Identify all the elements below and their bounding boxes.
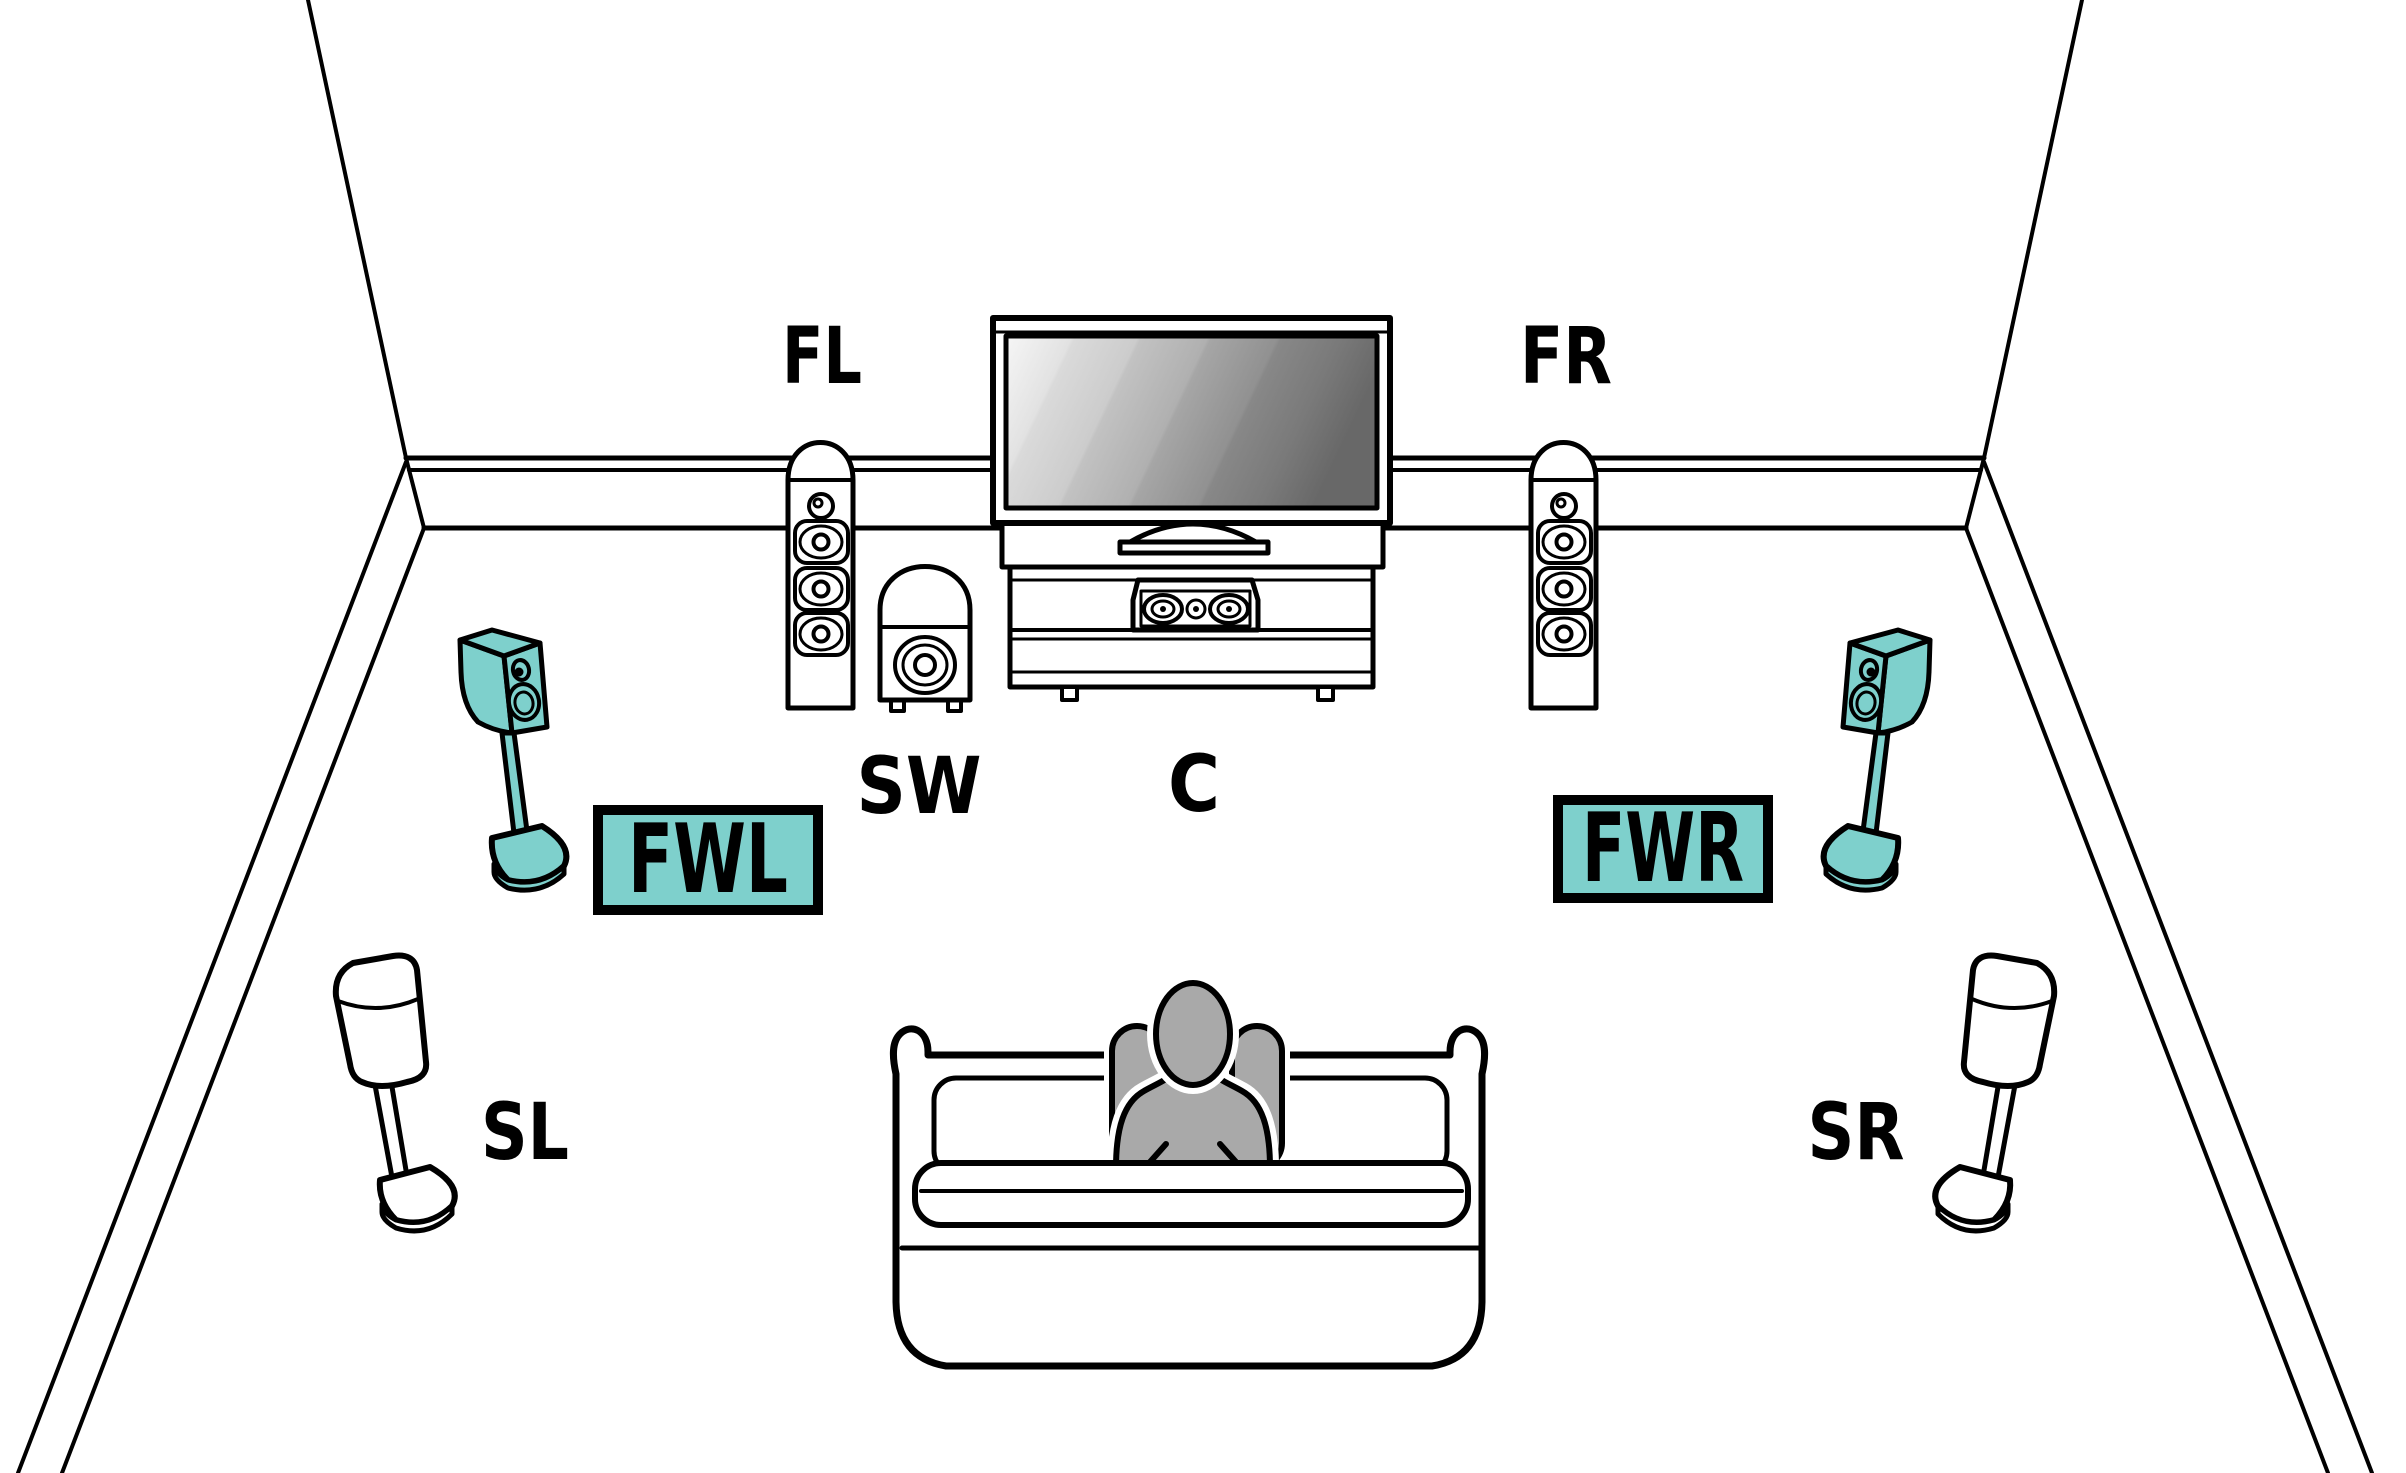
subwoofer	[877, 564, 973, 713]
fwr-speaker-side	[1875, 637, 1933, 736]
front-wide-left-speaker	[457, 627, 570, 893]
fwr-badge-box	[1553, 795, 1773, 903]
baseboard-left-cap	[404, 456, 426, 530]
sr-speaker-rim-line	[1970, 997, 2054, 1010]
ceiling-corner-right-line	[1982, 0, 2084, 460]
sr-speaker-head	[1960, 952, 2058, 1089]
front-right-speaker-drivers	[1536, 519, 1593, 657]
front-left-speaker	[785, 440, 856, 711]
left-wall-baseboard-outer	[16, 460, 408, 1473]
surround-right-speaker	[1932, 952, 2058, 1234]
fwl-stand-base-rim	[491, 861, 567, 893]
sl-speaker-head	[332, 952, 430, 1089]
front-right-label: FR	[1520, 312, 1612, 402]
listener-head	[1153, 980, 1233, 1088]
sr-stand-base-rim	[1935, 1201, 2011, 1234]
front-left-label: FL	[782, 312, 862, 402]
tv-stand-foot-left	[1060, 685, 1079, 702]
fwr-badge-label: FWR	[1582, 794, 1744, 904]
tv-stand-foot-right	[1316, 685, 1335, 702]
surround-left-speaker	[332, 952, 458, 1234]
sofa-cushions	[899, 1160, 1483, 1251]
fwr-speaker-top	[1847, 627, 1933, 659]
sl-speaker-rim-line	[336, 997, 420, 1010]
front-wide-left-badge: FWL	[593, 805, 823, 915]
tv-pedestal-dome	[1127, 521, 1259, 545]
center-label: C	[1168, 740, 1220, 830]
surround-left-label: SL	[481, 1088, 569, 1178]
baseboard-right-cap	[1964, 456, 1986, 530]
tv	[990, 315, 1393, 556]
fwl-speaker-side	[457, 637, 515, 736]
front-wide-right-badge: FWR	[1553, 794, 1773, 904]
sofa-seat-back-cushion	[912, 1160, 1471, 1228]
front-wide-right-speaker	[1820, 627, 1933, 893]
sl-stand-base-rim	[379, 1201, 455, 1234]
fwl-badge-label: FWL	[628, 805, 788, 915]
front-left-speaker-drivers	[793, 519, 850, 657]
left-wall-baseboard-inner	[60, 526, 426, 1473]
tv-screen	[1003, 333, 1380, 511]
listener	[1104, 974, 1290, 1177]
ceiling-corner-left-line	[306, 0, 408, 460]
subwoofer-label: SW	[857, 742, 982, 832]
surround-right-label: SR	[1808, 1088, 1905, 1178]
fwl-speaker-top	[457, 627, 543, 659]
fwl-badge-box	[593, 805, 823, 915]
right-wall-baseboard-outer	[1982, 460, 2374, 1473]
right-wall-baseboard-inner	[1964, 526, 2330, 1473]
front-right-speaker	[1528, 440, 1599, 711]
center-speaker	[1130, 577, 1261, 633]
fwr-stand-base-rim	[1823, 861, 1899, 893]
channel-labels: FL FR SW C SL SR	[481, 312, 1905, 1178]
